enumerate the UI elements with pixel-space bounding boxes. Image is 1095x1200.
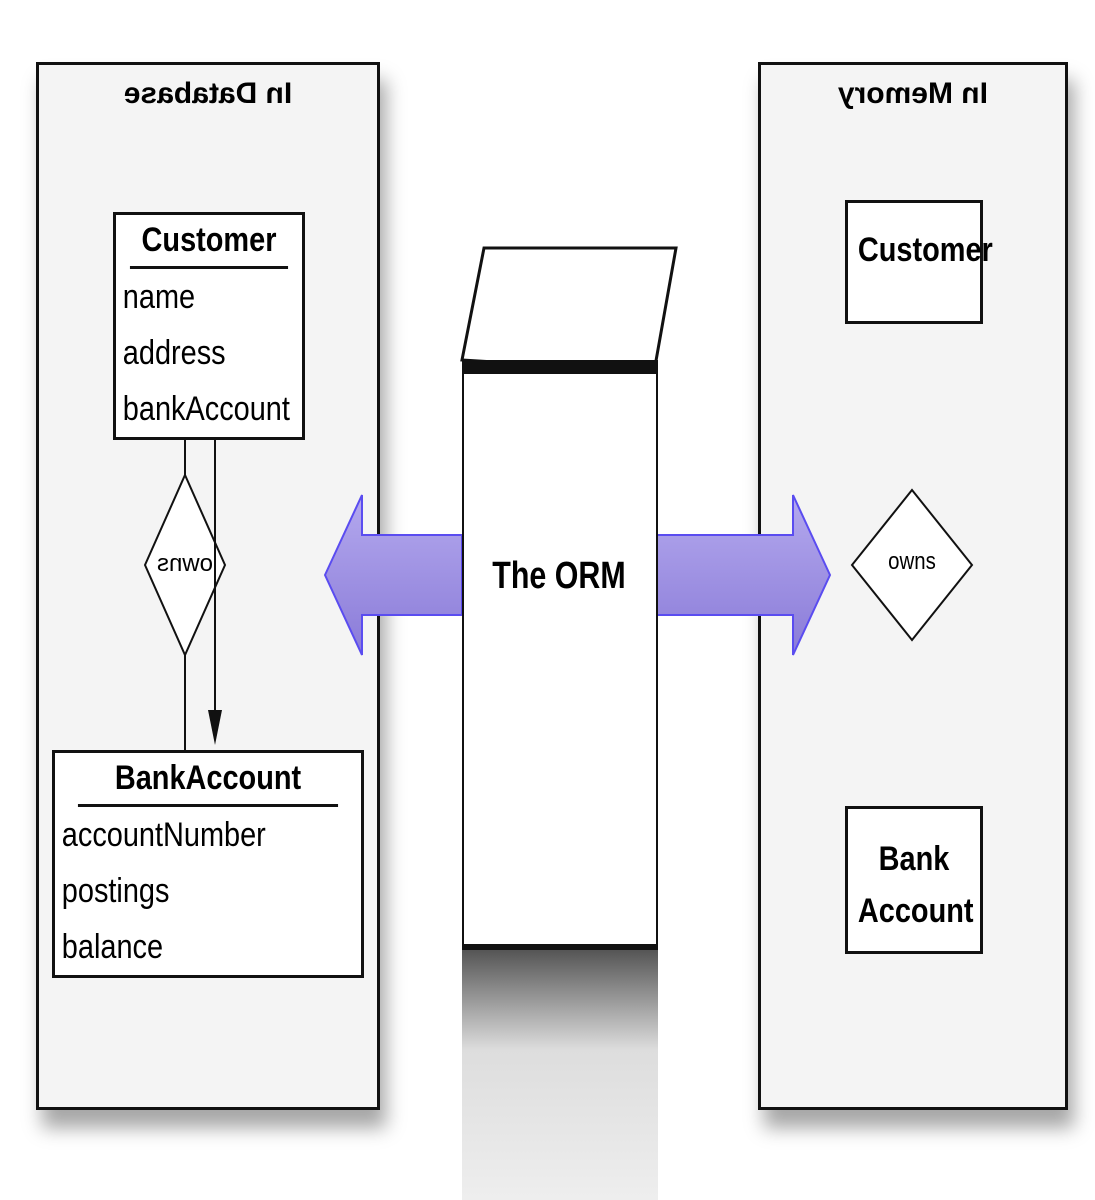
attribute: address [122,334,226,372]
orm-label: The ORM [492,555,626,597]
orm-reflection [462,950,658,1200]
class-name: Customer [129,215,289,269]
object-name: Bank Account [857,840,974,930]
arrowhead-icon [208,710,222,745]
attribute: name [122,278,196,316]
bankaccount-object-box: Bank Account [845,806,983,954]
bankaccount-class-box: BankAccount accountNumber postings balan… [52,750,364,978]
customer-object-box: Customer [845,200,993,324]
class-name: BankAccount [77,753,339,807]
association-label: owns [888,548,936,575]
aggregation-diamond [850,488,974,642]
customer-class-box: Customer name address bankAccount [113,212,305,440]
attribute: bankAccount [122,390,290,428]
orm-top-face [460,246,678,374]
left-arrow-icon [323,494,463,656]
association-label: owns [156,550,214,577]
attribute: postings [61,872,170,910]
attribute: accountNumber [61,816,266,854]
object-name: Customer [857,231,993,269]
attribute: balance [61,928,164,966]
right-arrow-icon [653,494,832,656]
orm-box [462,360,658,962]
